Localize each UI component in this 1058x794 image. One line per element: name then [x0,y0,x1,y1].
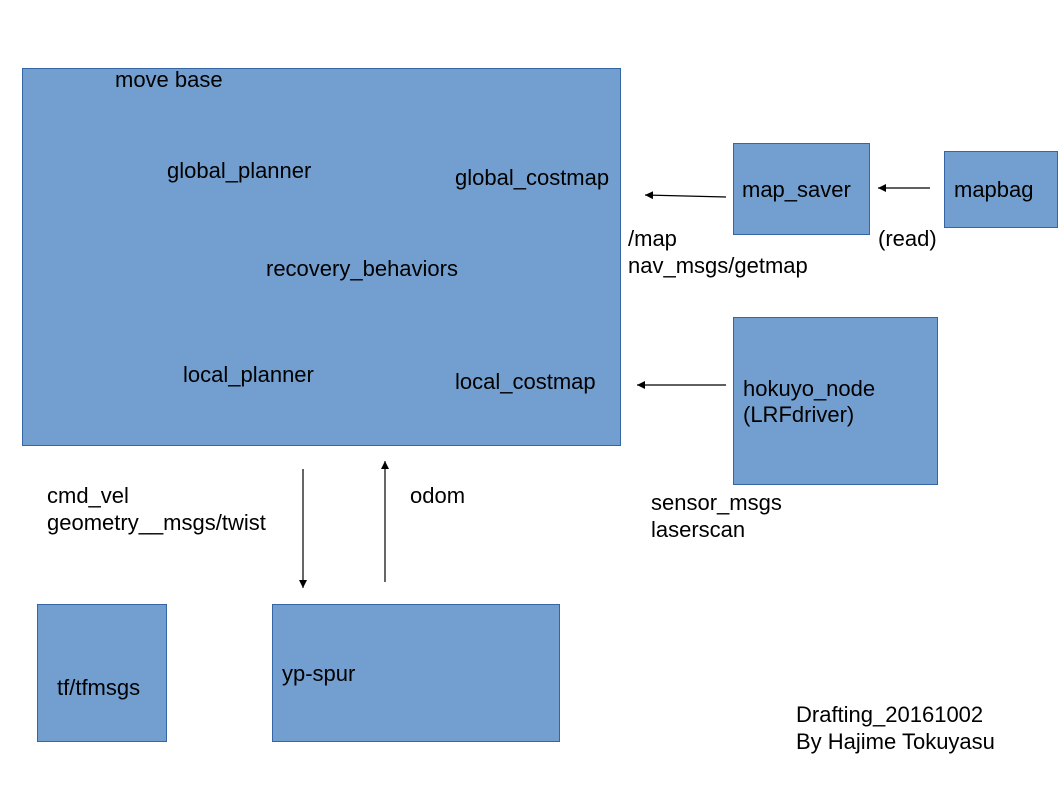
yp-spur-box [272,604,560,742]
hokuyo-node-label: hokuyo_node [743,376,876,401]
odom-label: odom [410,483,466,508]
tf-tfmsgs-label: tf/tfmsgs [57,675,141,700]
hokuyo-node-box [733,317,938,485]
mapbag-label: mapbag [954,177,1034,202]
mapbag-box [944,151,1058,228]
map-arrow [644,191,727,200]
cmd-vel-type-label: geometry__msgs/twist [47,510,266,535]
local-planner-label: local_planner [183,362,314,387]
map-saver-box [733,143,870,235]
hokuyo-node-sublabel: (LRFdriver) [743,402,855,427]
global-planner-label: global_planner [167,158,312,183]
recovery-behaviors-label: recovery_behaviors [266,256,458,281]
read-label: (read) [878,226,937,251]
local-costmap-label: local_costmap [455,369,596,394]
drafting-date: Drafting_20161002 [796,702,984,727]
tf-tfmsgs-box [37,604,167,742]
move-base-box [22,68,621,446]
laserscan-type-label: sensor_msgs [651,490,782,515]
move-base-title: move base [115,67,223,92]
map-topic-label: /map [628,226,677,251]
map-saver-label: map_saver [742,177,851,202]
author: By Hajime Tokuyasu [796,729,995,754]
global-costmap-label: global_costmap [455,165,610,190]
cmd-vel-topic-label: cmd_vel [47,483,129,508]
laserscan-topic-label: laserscan [651,517,746,542]
yp-spur-label: yp-spur [282,661,356,686]
map-type-label: nav_msgs/getmap [628,253,808,278]
